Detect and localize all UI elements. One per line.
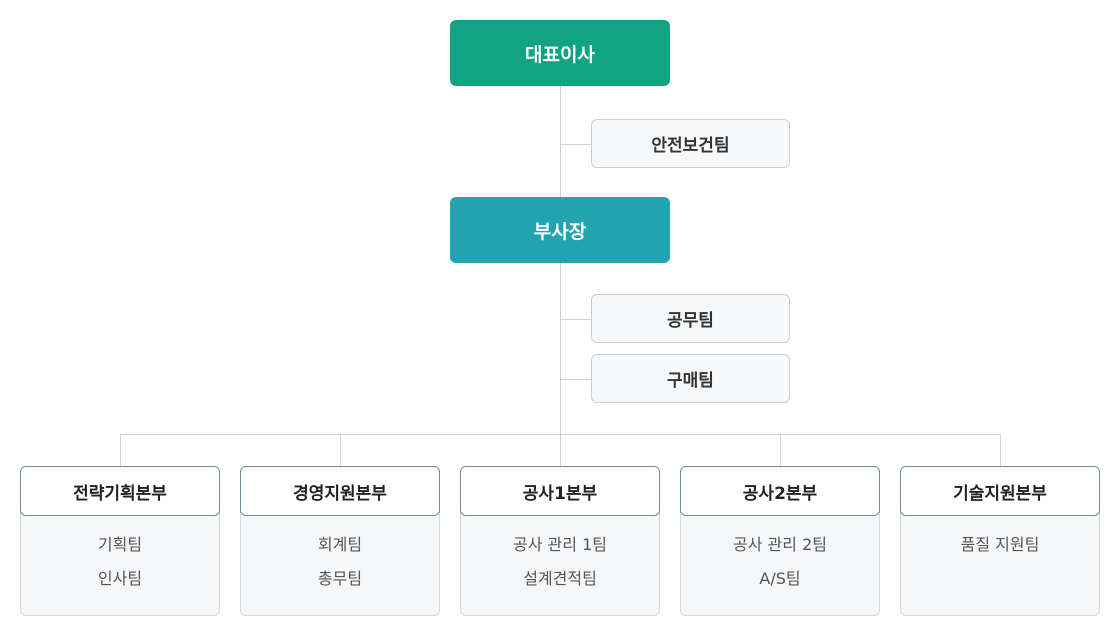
division-header: 기술지원본부 [900, 466, 1100, 516]
division-team-list: 회계팀 총무팀 [240, 510, 440, 616]
division-team-list: 공사 관리 2팀 A/S팀 [680, 510, 880, 616]
safety-team-box: 안전보건팀 [591, 119, 790, 168]
division-team-list: 기획팀 인사팀 [20, 510, 220, 616]
branch-line-safety [560, 144, 592, 145]
team-item: 회계팀 [317, 535, 363, 554]
team-item: 기획팀 [97, 535, 143, 554]
division-team-list: 품질 지원팀 [900, 510, 1100, 616]
division-title: 전략기획본부 [73, 483, 167, 504]
division-strategy: 전략기획본부 기획팀 인사팀 [20, 466, 220, 616]
division-title: 경영지원본부 [293, 483, 387, 504]
branch-line-gumae [560, 379, 592, 380]
team-item: 인사팀 [97, 569, 143, 588]
division-management-support: 경영지원본부 회계팀 총무팀 [240, 466, 440, 616]
division-header: 전략기획본부 [20, 466, 220, 516]
division-tech-support: 기술지원본부 품질 지원팀 [900, 466, 1100, 616]
team-item: A/S팀 [759, 569, 801, 588]
drop-line-4 [780, 434, 781, 466]
division-header: 공사2본부 [680, 466, 880, 516]
vp-box: 부사장 [450, 197, 670, 263]
vp-label: 부사장 [533, 220, 587, 243]
drop-line-2 [340, 434, 341, 466]
division-title: 공사1본부 [522, 483, 598, 504]
team-item: 설계견적팀 [523, 569, 597, 588]
gumae-team-box: 구매팀 [591, 354, 790, 403]
gumae-team-label: 구매팀 [667, 371, 714, 391]
division-team-list: 공사 관리 1팀 설계견적팀 [460, 510, 660, 616]
drop-line-3 [560, 434, 561, 466]
division-construction-2: 공사2본부 공사 관리 2팀 A/S팀 [680, 466, 880, 616]
division-header: 경영지원본부 [240, 466, 440, 516]
drop-line-1 [120, 434, 121, 466]
team-item: 총무팀 [317, 569, 363, 588]
team-item: 품질 지원팀 [960, 535, 1040, 554]
team-item: 공사 관리 1팀 [513, 535, 607, 554]
branch-line-gongmu [560, 319, 592, 320]
division-header: 공사1본부 [460, 466, 660, 516]
drop-line-5 [1000, 434, 1001, 466]
safety-team-label: 안전보건팀 [651, 136, 730, 156]
gongmu-team-box: 공무팀 [591, 294, 790, 343]
team-item: 공사 관리 2팀 [733, 535, 827, 554]
division-title: 기술지원본부 [953, 483, 1047, 504]
division-construction-1: 공사1본부 공사 관리 1팀 설계견적팀 [460, 466, 660, 616]
ceo-label: 대표이사 [525, 43, 595, 66]
ceo-box: 대표이사 [450, 20, 670, 86]
gongmu-team-label: 공무팀 [667, 311, 714, 331]
division-title: 공사2본부 [742, 483, 818, 504]
